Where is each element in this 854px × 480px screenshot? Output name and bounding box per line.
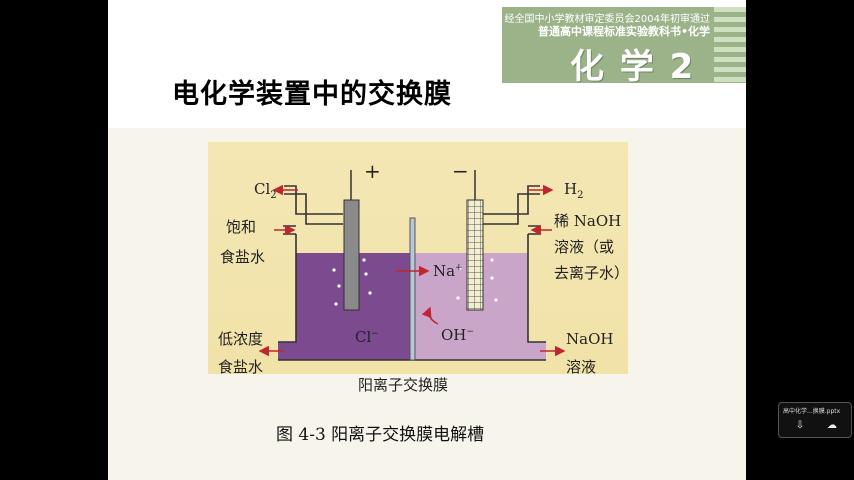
gas-bubbles [332, 258, 498, 306]
tank-outline [278, 234, 546, 343]
hydrogen-outlet-pipe [483, 185, 540, 225]
hydroxide-ion-label: OH− [441, 326, 474, 344]
banner-stripes [714, 7, 746, 83]
file-popup[interactable]: 高中化学...换膜.pptx ⇩ ☁ [778, 402, 852, 438]
cathode-electrode [466, 199, 484, 311]
chloride-ion-label: Cl− [355, 328, 379, 346]
naoh-output-label-2: 溶液 [566, 358, 596, 376]
flow-arrows [258, 184, 566, 357]
dilute-brine-label-2: 食盐水 [218, 358, 263, 376]
dilute-naoh-label-1: 稀 NaOH [554, 212, 621, 230]
chlorine-label: Cl2 [254, 180, 277, 201]
figure-caption: 图 4-3 阳离子交换膜电解槽 [276, 425, 484, 445]
saturated-brine-label-2: 食盐水 [220, 248, 265, 266]
figure-electrolytic-cell: + − Cl2 H2 饱和 食盐水 低浓度 食盐水 稀 NaOH 溶液（或 去离… [108, 128, 746, 480]
anode-electrode [343, 199, 360, 311]
anode-outlet-channel [278, 342, 411, 360]
cloud-icon[interactable]: ☁ [827, 420, 837, 431]
dilute-naoh-label-3: 去离子水） [554, 264, 629, 282]
download-icon[interactable]: ⇩ [795, 420, 805, 431]
hydrogen-label: H2 [564, 180, 583, 201]
anode-sign: + [364, 159, 381, 183]
dilute-naoh-label-2: 溶液（或 [554, 238, 614, 256]
sodium-ion-label: Na+ [433, 262, 463, 280]
membrane-label: 阳离子交换膜 [358, 376, 448, 394]
dilute-brine-label-1: 低浓度 [218, 330, 263, 348]
banner-approval-text: 经全国中小学教材审定委员会2004年初审通过 [504, 14, 710, 25]
popup-filename: 高中化学...换膜.pptx [783, 408, 841, 415]
slide: 经全国中小学教材审定委员会2004年初审通过 普通高中课程标准实验教科书•化学 … [108, 0, 746, 480]
banner-subject: 化 学 2 [570, 47, 696, 83]
saturated-brine-label-1: 饱和 [226, 218, 256, 236]
cathode-sign: − [452, 159, 469, 183]
slide-title: 电化学装置中的交换膜 [172, 79, 452, 110]
chlorine-outlet-pipe [284, 185, 343, 225]
cell-diagram: + − Cl2 H2 饱和 食盐水 低浓度 食盐水 稀 NaOH 溶液（或 去离… [208, 142, 629, 445]
banner-series-text: 普通高中课程标准实验教科书•化学 [537, 25, 710, 38]
textbook-banner: 经全国中小学教材审定委员会2004年初审通过 普通高中课程标准实验教科书•化学 … [502, 7, 746, 83]
ion-exchange-membrane [409, 217, 416, 361]
naoh-output-label-1: NaOH [566, 330, 613, 348]
cathode-outlet-channel [414, 342, 546, 360]
